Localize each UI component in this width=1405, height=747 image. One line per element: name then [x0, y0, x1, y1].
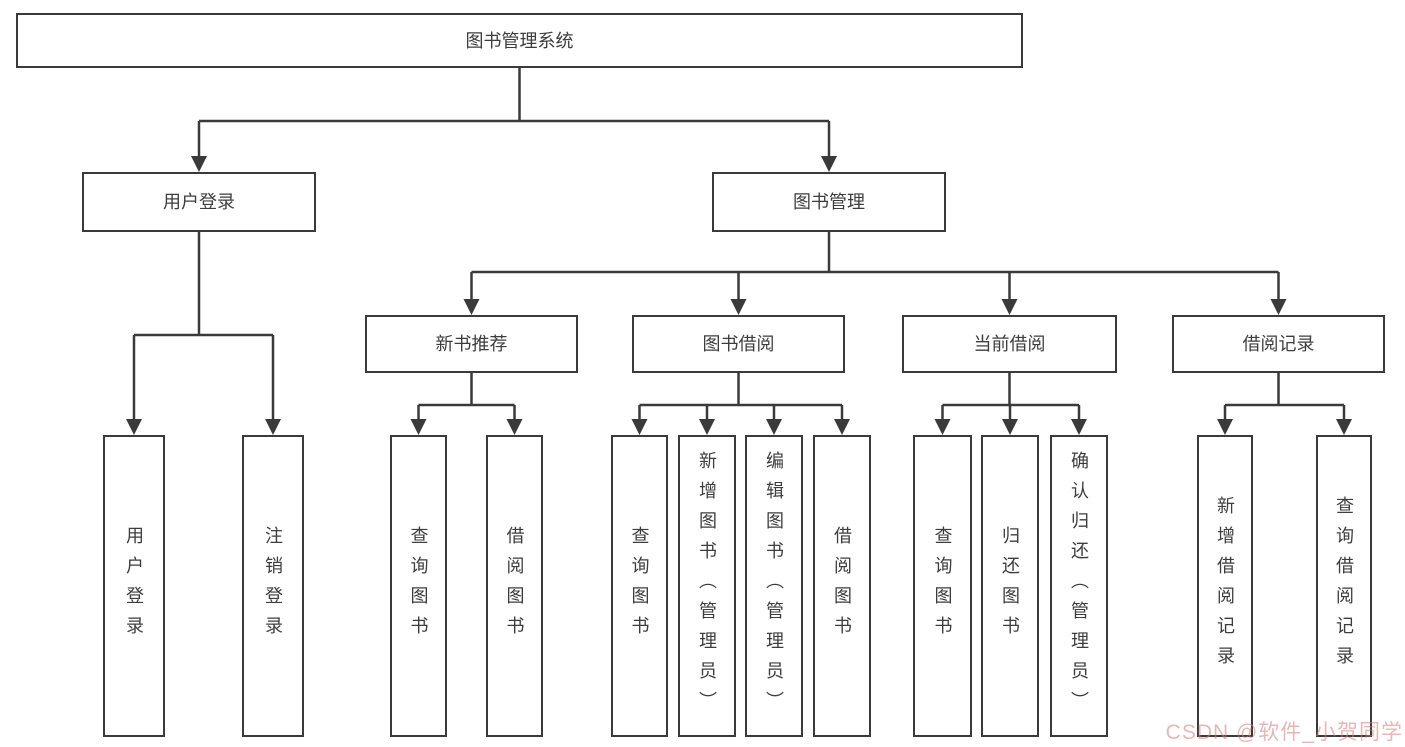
node-label: 图书借阅	[702, 334, 775, 354]
leaf-return-books: 归还图书	[981, 435, 1039, 737]
leaf-add-borrow-record: 新增借阅记录	[1197, 435, 1253, 737]
node-label: 图书管理系统	[465, 30, 574, 51]
leaf-query-borrow-record: 查询借阅记录	[1316, 435, 1372, 737]
node-label: 归还图书	[1000, 526, 1020, 646]
leaf-confirm-return-admin: 确认归还（管理员）	[1050, 435, 1108, 737]
leaf-add-books-admin: 新增图书（管理员）	[678, 435, 736, 737]
node-label: 借阅记录	[1242, 334, 1315, 354]
leaf-query-books-borrowing: 查询图书	[611, 435, 668, 737]
node-label: 借阅图书	[832, 526, 852, 646]
node-label: 编辑图书（管理员）	[764, 451, 784, 721]
node-label: 用户登录	[124, 526, 144, 646]
node-new-book-recommend: 新书推荐	[365, 315, 578, 373]
node-label: 图书管理	[793, 192, 865, 212]
node-label: 当前借阅	[973, 334, 1046, 354]
leaf-query-books-recommend: 查询图书	[390, 435, 447, 737]
node-label: 新增图书（管理员）	[697, 451, 717, 721]
node-label: 新书推荐	[435, 334, 508, 354]
node-label: 注销登录	[263, 526, 283, 646]
node-label: 用户登录	[163, 192, 235, 212]
node-label: 查询图书	[408, 526, 429, 646]
node-label: 查询图书	[629, 526, 650, 646]
node-book-management: 图书管理	[712, 172, 946, 232]
node-label: 新增借阅记录	[1215, 496, 1235, 676]
csdn-watermark: CSDN @软件_小贺同学	[1165, 721, 1403, 744]
leaf-logout-login: 注销登录	[242, 435, 304, 737]
node-label: 借阅图书	[504, 526, 525, 646]
node-borrowing-records: 借阅记录	[1172, 315, 1385, 373]
node-label: 确认归还（管理员）	[1069, 451, 1089, 721]
node-user-login: 用户登录	[82, 172, 316, 232]
leaf-borrow-books-recommend: 借阅图书	[486, 435, 543, 737]
node-current-borrowing: 当前借阅	[902, 315, 1117, 373]
node-book-borrowing: 图书借阅	[632, 315, 845, 373]
leaf-user-login: 用户登录	[103, 435, 165, 737]
node-label: 查询借阅记录	[1334, 496, 1354, 676]
leaf-borrow-books-borrowing: 借阅图书	[813, 435, 871, 737]
leaf-query-books-current: 查询图书	[913, 435, 972, 737]
node-book-management-system: 图书管理系统	[16, 13, 1023, 68]
leaf-edit-books-admin: 编辑图书（管理员）	[745, 435, 803, 737]
node-label: 查询图书	[932, 526, 953, 646]
